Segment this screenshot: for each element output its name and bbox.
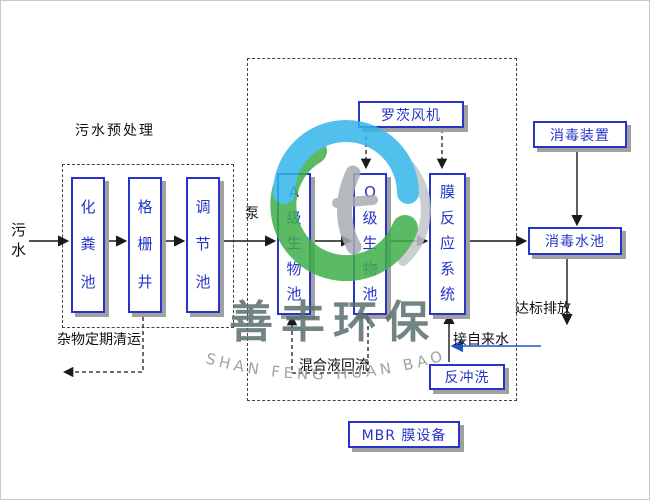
mbr-equipment-label: MBR 膜设备 bbox=[361, 427, 447, 444]
main-process-group-box bbox=[247, 58, 517, 401]
debris-removal-line bbox=[62, 310, 144, 378]
grid-well-label: 格栅井 bbox=[137, 197, 153, 291]
mixed-reflux-label: 混合液回流 bbox=[299, 358, 369, 374]
a-bio-label: A级生物池 bbox=[286, 183, 302, 304]
pump-label: 泵 bbox=[245, 206, 259, 222]
pretreatment-title: 污水预处理 bbox=[75, 123, 155, 139]
disinfect-device-label: 消毒装置 bbox=[550, 127, 610, 144]
disinfect-tank-label: 消毒水池 bbox=[545, 234, 605, 250]
regulating-tank: 调节池 bbox=[186, 177, 220, 313]
disinfect-tank-box: 消毒水池 bbox=[528, 227, 622, 255]
a-bio-tank: A级生物池 bbox=[277, 173, 311, 315]
septic-tank: 化粪池 bbox=[71, 177, 105, 313]
disinfect-device-box: 消毒装置 bbox=[533, 121, 627, 148]
influent-label: 污水 bbox=[11, 221, 27, 260]
mixed-reflux-line bbox=[286, 312, 369, 374]
o-bio-tank: O级生物池 bbox=[353, 173, 387, 315]
roots-blower-box: 罗茨风机 bbox=[358, 101, 464, 128]
o-bio-label: O级生物池 bbox=[362, 183, 378, 304]
membrane-reaction-tank: 膜反应系统 bbox=[429, 173, 466, 315]
backwash-box: 反冲洗 bbox=[429, 364, 505, 390]
septic-tank-label: 化粪池 bbox=[80, 197, 96, 291]
grid-well-tank: 格栅井 bbox=[128, 177, 162, 313]
membrane-reaction-label: 膜反应系统 bbox=[440, 183, 456, 304]
mbr-equipment-box: MBR 膜设备 bbox=[348, 421, 460, 448]
backwash-label: 反冲洗 bbox=[444, 370, 490, 386]
tap-water-label: 接自来水 bbox=[453, 332, 509, 348]
debris-removal-label: 杂物定期清运 bbox=[57, 332, 141, 348]
regulating-tank-label: 调节池 bbox=[195, 197, 211, 291]
discharge-label: 达标排放 bbox=[515, 301, 571, 317]
roots-blower-label: 罗茨风机 bbox=[381, 107, 441, 124]
